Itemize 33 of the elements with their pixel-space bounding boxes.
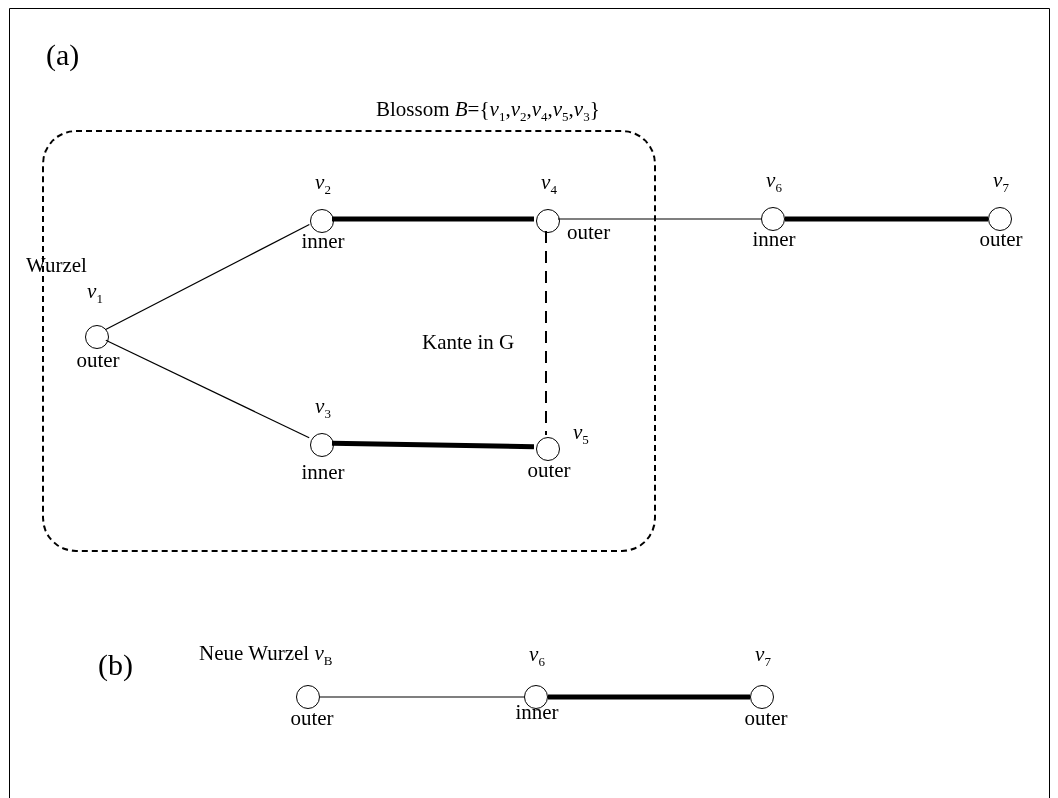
edge-line [319,696,525,698]
vertex-label: outer [527,460,571,481]
panel-label: (a) [46,40,80,70]
matching-edge [331,440,535,450]
vertex-label: inner [301,231,345,252]
vertex-label: v$_{3}$ [315,396,331,420]
matching-edge [548,694,750,700]
vertex-label: outer [567,222,611,243]
vertex-label: v$_{7}$ [993,170,1009,194]
vertex-label: outer [744,708,788,729]
vertex-label: outer [290,708,334,729]
vertex-label: v$_{2}$ [315,172,331,196]
vertex-label: v$_{5}$ [573,422,589,446]
edge-line [545,230,547,436]
vertex-label: v$_{7}$ [755,644,771,668]
edge-line [105,339,310,439]
vertex-label: v$_{1}$ [87,281,103,305]
vertex-label: inner [515,702,559,723]
vertex-label: inner [752,229,796,250]
edge-line [105,223,310,331]
vertex-label: outer [979,229,1023,250]
vertex-label: inner [301,462,345,483]
vertex-label: outer [76,350,120,371]
matching-edge [785,216,988,222]
vertex-label: v$_{6}$ [766,170,782,194]
blossom-heading: Blossom B={v$_{1}$,v$_{2}$,v$_{4}$,v$_{5}$,v$_{3}$} [376,99,600,123]
matching-edge [332,216,534,222]
edge-line [557,218,762,220]
vertex-label: Wurzel [26,255,87,276]
vertex-label: Neue Wurzel v$_{B}$ [199,643,333,667]
vertex-label: v$_{6}$ [529,644,545,668]
vertex-label: v$_{4}$ [541,172,557,196]
panel-label: (b) [98,650,133,680]
